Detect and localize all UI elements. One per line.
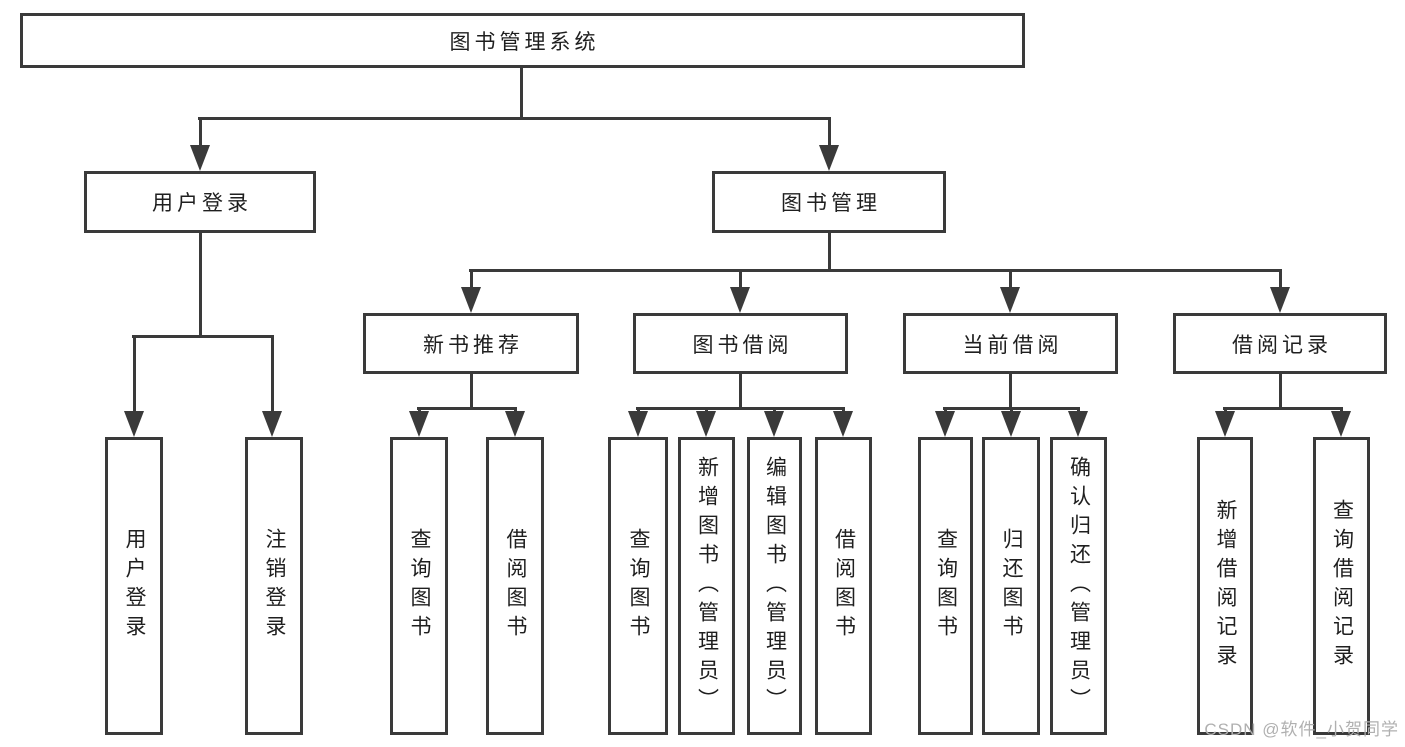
- leaf-user-login: 用户登录: [105, 437, 163, 735]
- arrowhead-down-icon: [764, 411, 784, 437]
- connector-split-line: [636, 407, 845, 410]
- connector-split-line: [132, 335, 274, 338]
- node-user-login: 用户登录: [84, 171, 316, 233]
- connector-stem: [828, 233, 831, 272]
- arrowhead-down-icon: [1270, 287, 1290, 313]
- leaf-query-books-recommend: 查询图书: [390, 437, 448, 735]
- leaf-query-books-current: 查询图书: [918, 437, 973, 735]
- leaf-add-borrow-record: 新增借阅记录: [1197, 437, 1253, 735]
- node-new-book-recommend: 新书推荐: [363, 313, 579, 374]
- leaf-confirm-return-admin: 确认归还（管理员）: [1050, 437, 1107, 735]
- node-book-borrow: 图书借阅: [633, 313, 848, 374]
- leaf-return-books: 归还图书: [982, 437, 1040, 735]
- arrowhead-down-icon: [730, 287, 750, 313]
- arrowhead-down-icon: [833, 411, 853, 437]
- connector-stem: [520, 68, 523, 120]
- leaf-borrow-books: 借阅图书: [815, 437, 872, 735]
- arrowhead-down-icon: [409, 411, 429, 437]
- leaf-edit-books-admin: 编辑图书（管理员）: [747, 437, 802, 735]
- connector-stem: [739, 374, 742, 410]
- arrowhead-down-icon: [696, 411, 716, 437]
- connector-split-line: [417, 407, 517, 410]
- connector-arrow-stem: [271, 338, 274, 415]
- connector-arrow-stem: [1009, 272, 1012, 291]
- connector-stem: [199, 233, 202, 338]
- arrowhead-down-icon: [935, 411, 955, 437]
- arrowhead-down-icon: [190, 145, 210, 171]
- connector-split-line: [1223, 407, 1343, 410]
- connector-arrow-stem: [133, 338, 136, 415]
- leaf-query-books-borrow: 查询图书: [608, 437, 668, 735]
- connector-stem: [470, 374, 473, 410]
- connector-arrow-stem: [470, 272, 473, 291]
- arrowhead-down-icon: [461, 287, 481, 313]
- arrowhead-down-icon: [262, 411, 282, 437]
- arrowhead-down-icon: [124, 411, 144, 437]
- arrowhead-down-icon: [505, 411, 525, 437]
- leaf-borrow-books-recommend: 借阅图书: [486, 437, 544, 735]
- arrowhead-down-icon: [628, 411, 648, 437]
- leaf-query-borrow-record: 查询借阅记录: [1313, 437, 1370, 735]
- connector-split-line: [943, 407, 1080, 410]
- connector-arrow-stem: [828, 120, 831, 149]
- arrowhead-down-icon: [819, 145, 839, 171]
- leaf-logout: 注销登录: [245, 437, 303, 735]
- node-root-library-system: 图书管理系统: [20, 13, 1025, 68]
- arrowhead-down-icon: [1000, 287, 1020, 313]
- connector-arrow-stem: [199, 120, 202, 149]
- node-book-management: 图书管理: [712, 171, 946, 233]
- connector-stem: [1009, 374, 1012, 410]
- connector-split-line: [198, 117, 831, 120]
- connector-split-line: [469, 269, 1282, 272]
- arrowhead-down-icon: [1215, 411, 1235, 437]
- arrowhead-down-icon: [1001, 411, 1021, 437]
- connector-stem: [1279, 374, 1282, 410]
- connector-arrow-stem: [1279, 272, 1282, 291]
- connector-arrow-stem: [739, 272, 742, 291]
- node-borrow-records: 借阅记录: [1173, 313, 1387, 374]
- node-current-borrow: 当前借阅: [903, 313, 1118, 374]
- leaf-add-books-admin: 新增图书（管理员）: [678, 437, 735, 735]
- arrowhead-down-icon: [1331, 411, 1351, 437]
- arrowhead-down-icon: [1068, 411, 1088, 437]
